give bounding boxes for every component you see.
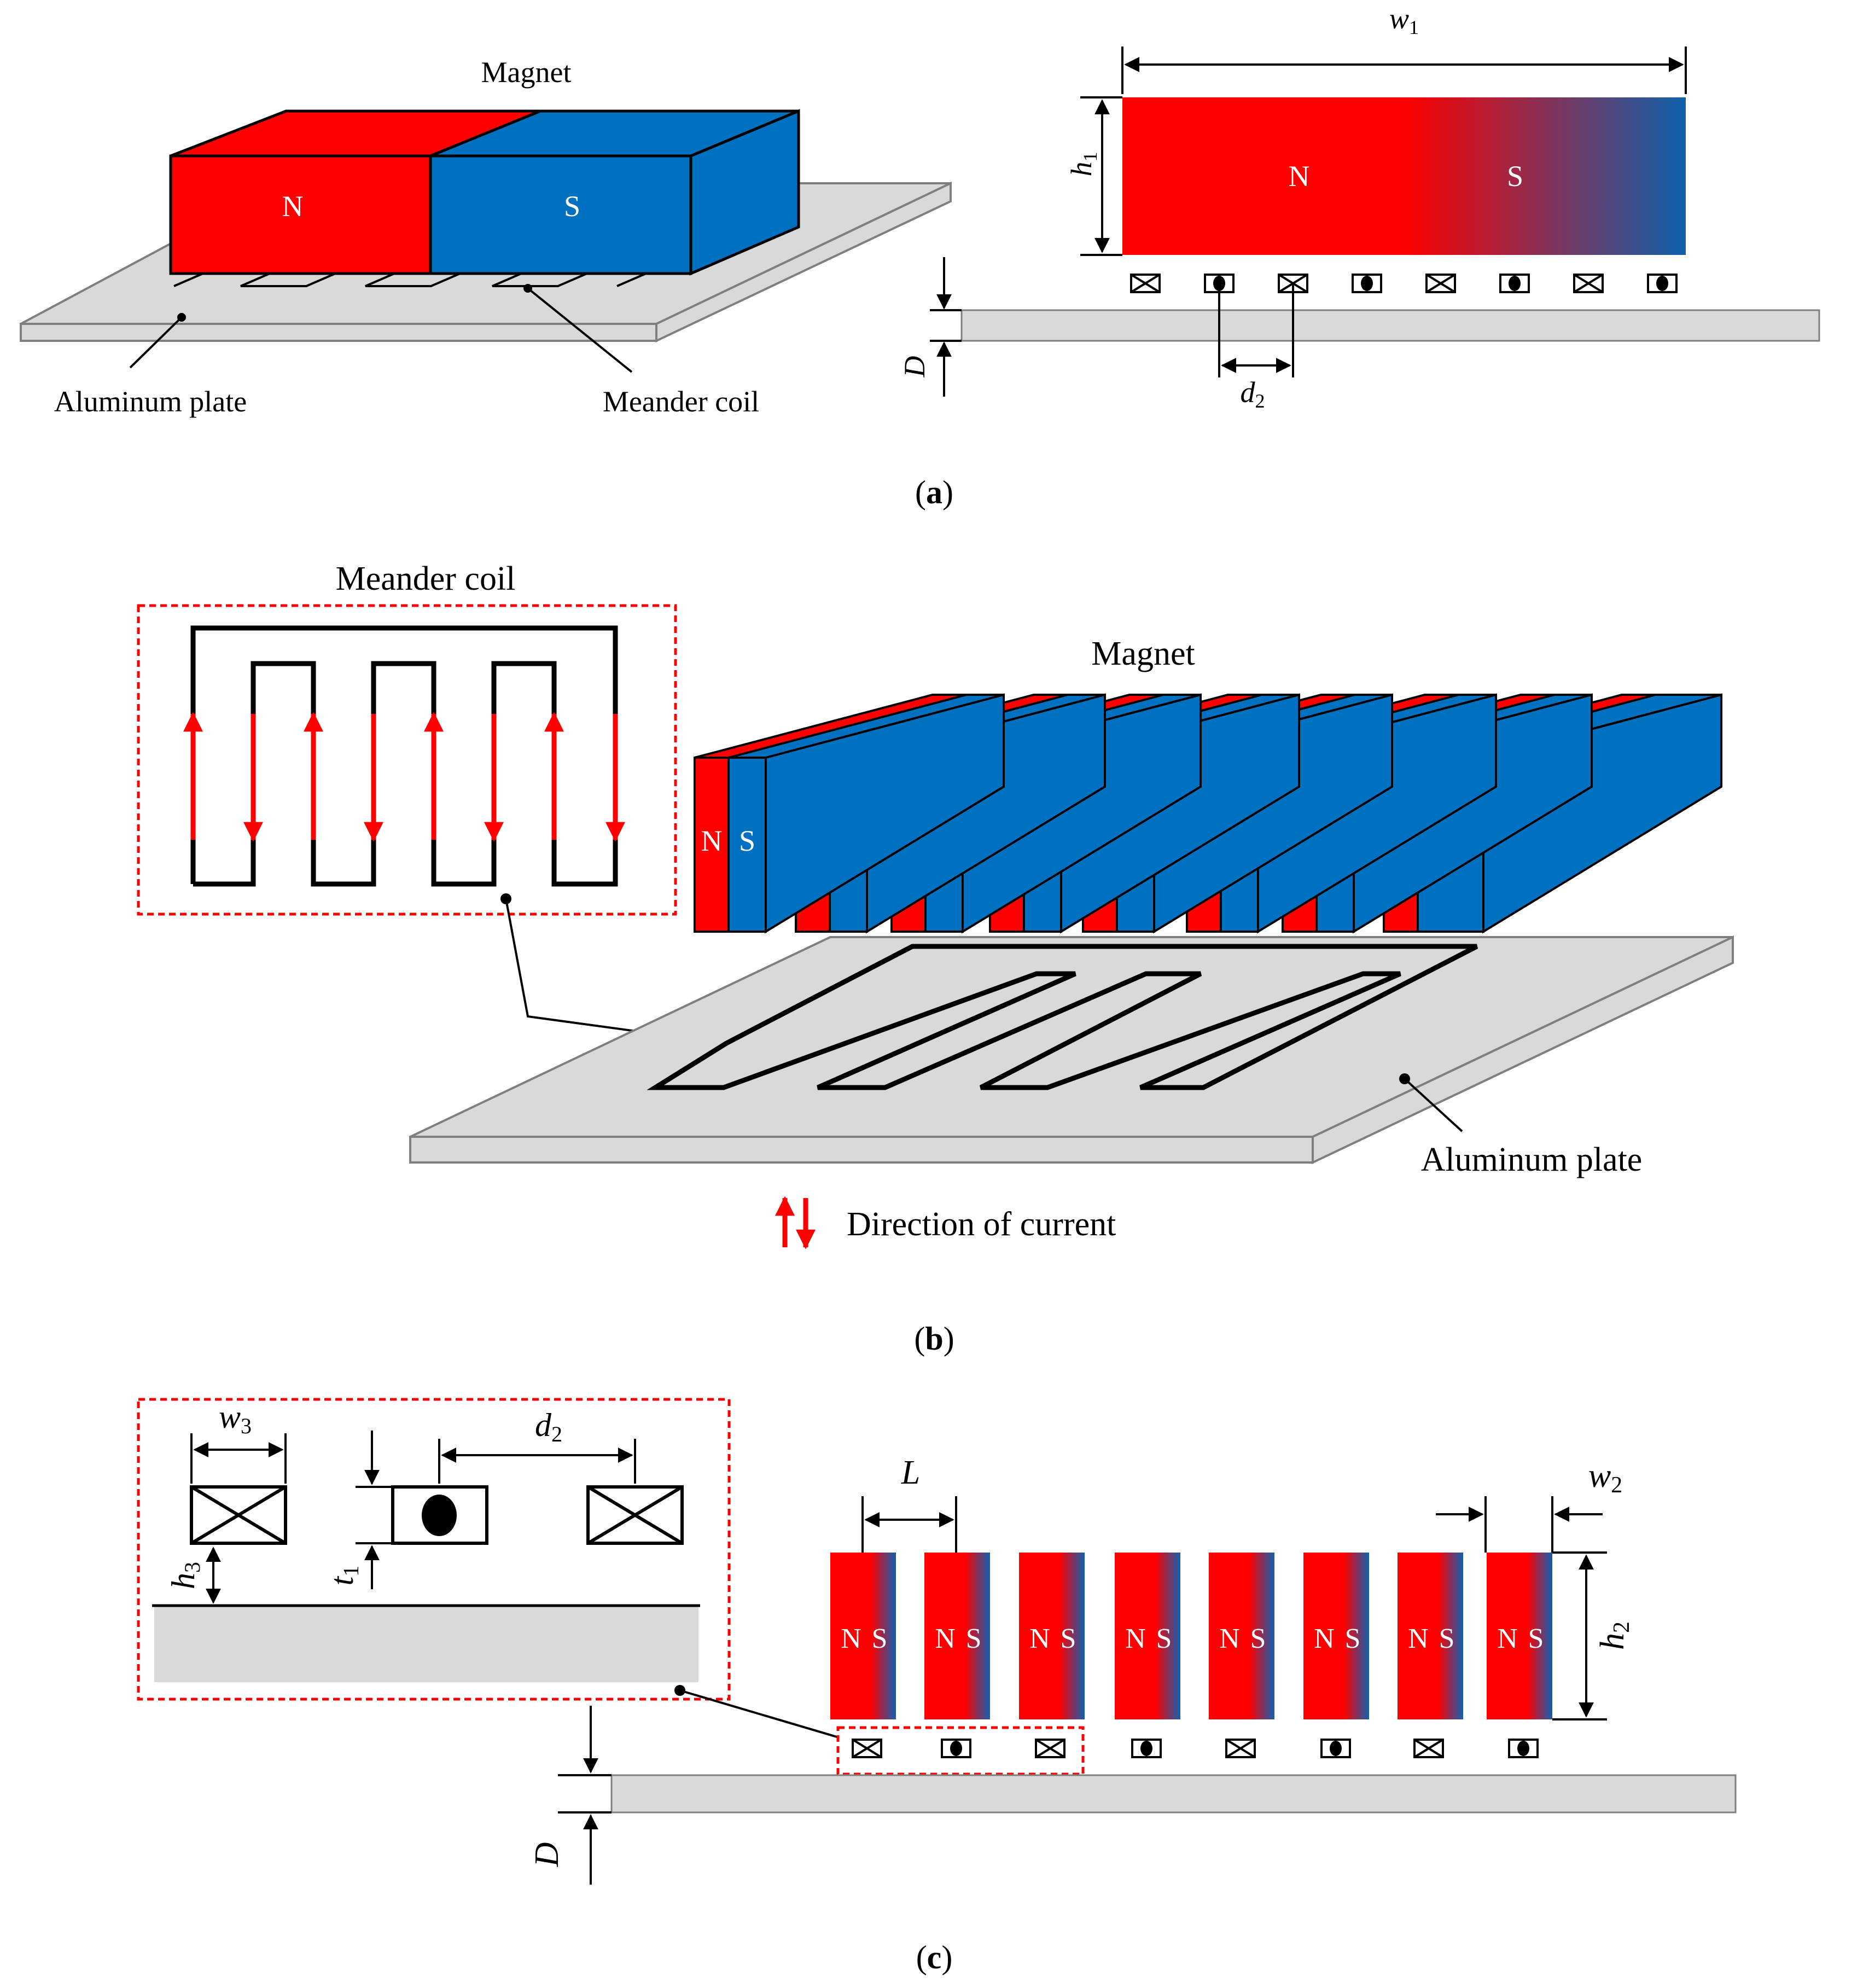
pole-label-n: N (841, 1623, 861, 1654)
pole-label-s: S (1156, 1623, 1172, 1654)
dim-D-label: D (898, 356, 931, 378)
meander-coil-title: Meander coil (336, 560, 516, 597)
aluminum-plate-front (20, 323, 657, 342)
meander-coil-label: Meander coil (603, 385, 759, 418)
panel-a-cross-section: N S w1 h1 D d2 (898, 2, 1820, 412)
panel-c-inset: w3 d2 h3 t1 (137, 1398, 837, 1738)
meander-coil-on-plate (647, 944, 1478, 1090)
aluminum-plate-side-b (1312, 935, 1734, 1165)
dim-L-label: L (901, 1454, 920, 1491)
pole-label-n: N (1314, 1623, 1335, 1654)
pole-label-n: N (1125, 1623, 1146, 1654)
pole-label-n: N (1497, 1623, 1518, 1654)
inset-plate (154, 1607, 698, 1682)
inset-cross-conductor (190, 1485, 287, 1545)
magnet-side (689, 109, 800, 276)
pole-label-n: N (935, 1623, 956, 1654)
dim-h2-label: h2 (1594, 1621, 1634, 1650)
caption-a: (a) (915, 474, 953, 510)
pole-label-n: N (1219, 1623, 1240, 1654)
aluminum-plate-side (655, 181, 952, 343)
dim-D-label-c: D (528, 1842, 566, 1868)
aluminum-plate-section-c (610, 1774, 1737, 1813)
dim-w3-label: w3 (219, 1399, 252, 1438)
pole-label-s: S (564, 190, 580, 223)
dim-w1-label: w1 (1389, 2, 1419, 38)
magnet-gradient-block (1122, 97, 1686, 255)
coil-detail-highlight-box (137, 1398, 731, 1701)
inset-dot-conductor (391, 1485, 488, 1545)
magnet-front-south (429, 154, 692, 275)
pole-label-n: N (1408, 1623, 1429, 1654)
inset-cross-conductor-2 (586, 1485, 684, 1545)
pole-label-s: S (966, 1623, 982, 1654)
dim-d2-label-c: d2 (535, 1407, 562, 1446)
dim-d2-label: d2 (1241, 376, 1265, 412)
pole-label-s: S (1507, 160, 1523, 193)
caption-b: (b) (914, 1321, 954, 1357)
dim-h1-label: h1 (1065, 152, 1101, 177)
pole-label-s: S (1061, 1623, 1076, 1654)
pole-label-s: S (1528, 1623, 1544, 1654)
magnet-label-b: Magnet (1091, 635, 1195, 672)
dim-w2-label: w2 (1588, 1457, 1622, 1498)
aluminum-plate-label: Aluminum plate (54, 385, 247, 418)
current-direction-arrows (183, 712, 625, 842)
pole-label-n: N (1029, 1623, 1050, 1654)
coil-group-highlight-box (836, 1726, 1085, 1776)
aluminum-plate-front-b (409, 1136, 1314, 1164)
aluminum-plate-label-b: Aluminum plate (1421, 1141, 1643, 1178)
coil-cross-sections-a (1130, 274, 1678, 293)
pole-label-s: S (872, 1623, 888, 1654)
pole-label-n: N (1289, 160, 1310, 193)
aluminum-plate-section (960, 309, 1820, 342)
current-legend-label: Direction of current (847, 1206, 1116, 1243)
coil-cross-sections-c (852, 1739, 1539, 1758)
current-legend-icon (775, 1196, 816, 1249)
magnet-label: Magnet (481, 56, 572, 89)
pole-label-n: N (282, 190, 304, 223)
meander-coil-highlight-box (137, 604, 677, 916)
dim-h3-label: h3 (165, 1562, 205, 1589)
pole-label-s: S (1250, 1623, 1266, 1654)
panel-a-isometric: N S Magnet Aluminum plate Meander coil (20, 56, 952, 418)
dim-t1-label: t1 (324, 1566, 363, 1586)
magnet-front-north (169, 154, 432, 275)
pole-label-n: N (701, 824, 723, 857)
pole-label-s: S (1345, 1623, 1361, 1654)
caption-c: (c) (916, 1939, 953, 1975)
pole-label-s: S (1439, 1623, 1455, 1654)
pole-label-s: S (739, 824, 755, 857)
